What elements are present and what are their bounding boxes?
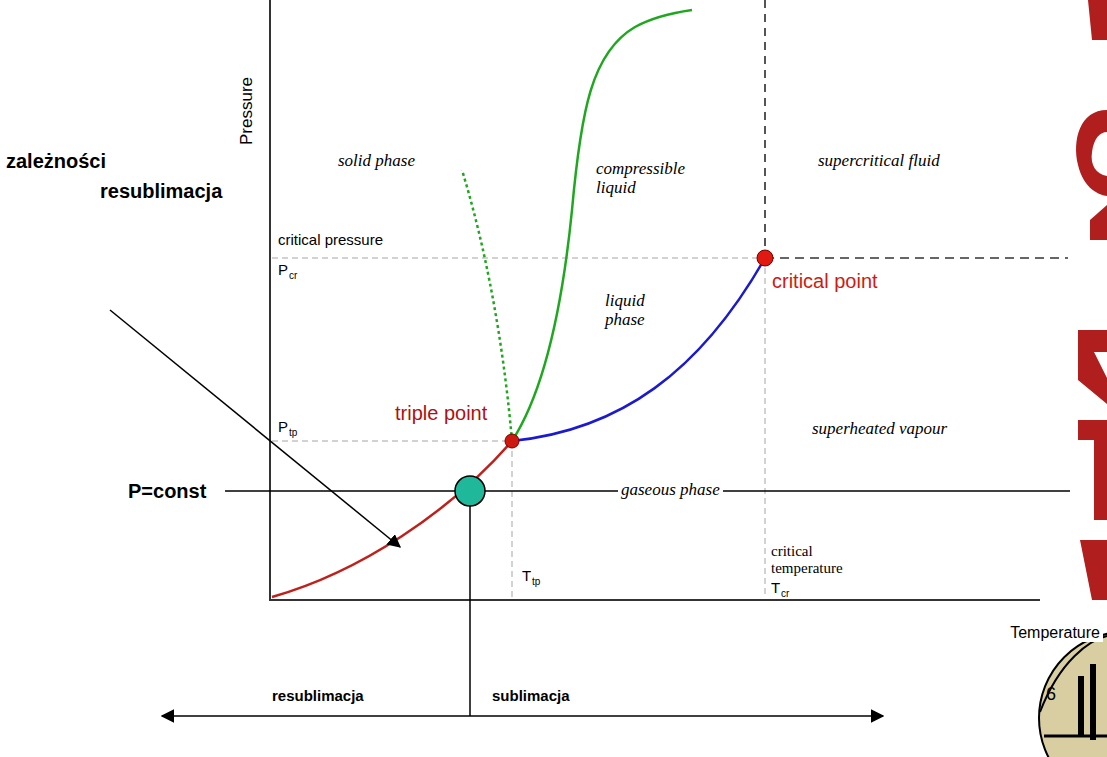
region-label: solid phase	[338, 152, 415, 171]
anomalous-melting-curve	[462, 170, 512, 441]
axis-symbol: T	[522, 568, 531, 585]
pressure-axis	[269, 0, 271, 601]
axis-subscript: tp	[532, 576, 540, 587]
note-text: resublimacja	[100, 180, 222, 202]
drop-line	[469, 491, 471, 716]
logo-decoration	[1076, 0, 1107, 600]
slide-number: 6	[1044, 683, 1063, 708]
axis-symbol: T	[771, 580, 780, 597]
region-label: gaseous phase	[618, 481, 723, 500]
sublimation-curve	[272, 441, 512, 597]
region-label: supercritical fluid	[818, 152, 940, 171]
state-point	[455, 476, 485, 506]
temperature-axis	[269, 599, 1040, 601]
melting-curve	[512, 10, 692, 441]
critical-point-dot	[757, 250, 773, 266]
slide-number-text: 6	[1046, 684, 1061, 705]
axis-symbol: P	[278, 419, 288, 436]
note-text: zależności	[6, 150, 106, 172]
guide-lines	[272, 0, 1068, 598]
region-label: superheated vapour	[812, 420, 947, 439]
point-label: triple point	[395, 402, 487, 424]
axis-title: Temperature	[1007, 624, 1103, 642]
axis-annotation: critical temperature	[771, 543, 857, 576]
range-label: sublimacja	[492, 688, 570, 705]
axis-subscript: cr	[289, 270, 297, 281]
range-label: resublimacja	[272, 688, 364, 705]
logo-circle	[1039, 632, 1107, 757]
axis-subscript: cr	[781, 588, 789, 599]
region-label: compressible liquid	[596, 160, 696, 197]
axis-subscript: tp	[289, 427, 297, 438]
leader-arrow	[110, 310, 400, 547]
axis-title: Pressure	[238, 77, 257, 145]
range-arrow	[162, 715, 883, 717]
isobar-label: P=const	[128, 480, 206, 502]
axis-annotation: critical pressure	[278, 232, 383, 249]
axis-symbol: P	[278, 262, 288, 279]
point-label: critical point	[772, 270, 878, 292]
triple-point-dot	[505, 434, 519, 448]
region-label: liquid phase	[605, 292, 665, 329]
